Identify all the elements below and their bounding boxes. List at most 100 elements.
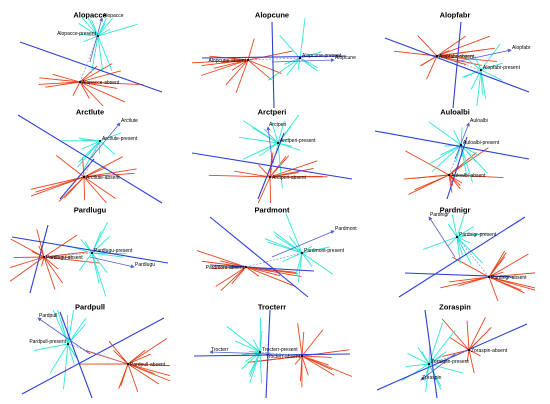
axis-line-1 xyxy=(19,41,163,93)
centroid-connector xyxy=(43,252,93,258)
centroid-connector xyxy=(67,343,129,365)
panel-title: Arctlute xyxy=(76,108,104,117)
absent-site-ray xyxy=(247,59,272,81)
present-site-ray xyxy=(97,17,114,37)
absent-centroid xyxy=(126,362,130,366)
panel-auloalbi: AuloalbiAuloalbi-presentAuloalbi-absentA… xyxy=(374,108,530,200)
axis-line-2 xyxy=(271,21,275,109)
present-site-ray xyxy=(421,351,430,365)
present-site-ray xyxy=(424,363,430,381)
axis-line-2 xyxy=(257,132,285,200)
centroid-connector xyxy=(259,351,303,357)
present-site-ray xyxy=(63,343,69,390)
absent-site-ray xyxy=(297,323,303,357)
present-site-ray xyxy=(259,351,263,384)
present-site-ray xyxy=(277,142,283,189)
absent-label: Pardpull-absent xyxy=(130,362,166,368)
absent-site-ray xyxy=(201,260,247,268)
present-centroid xyxy=(427,362,431,366)
absent-site-ray xyxy=(127,338,168,365)
present-site-ray xyxy=(235,340,261,353)
species-label: Zoraspin xyxy=(422,375,442,381)
axis-line-2 xyxy=(209,264,315,272)
present-site-ray xyxy=(456,213,466,238)
absent-site-ray xyxy=(488,253,529,278)
absent-site-ray xyxy=(120,363,129,387)
absent-site-ray xyxy=(38,81,81,85)
centroid-connector xyxy=(436,55,482,71)
absent-centroid xyxy=(300,354,304,358)
panel-title: Auloalbi xyxy=(440,108,470,117)
centroid-connector xyxy=(83,140,101,178)
axis-line-2 xyxy=(376,323,528,391)
absent-site-ray xyxy=(440,276,490,289)
absent-site-ray xyxy=(43,256,56,290)
panel-title: Alopacce xyxy=(73,11,106,20)
present-site-ray xyxy=(274,235,303,254)
present-centroid xyxy=(298,56,302,60)
present-site-ray xyxy=(67,343,77,358)
present-site-ray xyxy=(462,69,482,78)
present-site-ray xyxy=(299,57,319,72)
absent-centroid xyxy=(435,54,439,58)
absent-site-ray xyxy=(301,355,353,377)
present-centroid xyxy=(258,350,262,354)
absent-site-ray xyxy=(127,363,171,367)
absent-site-ray xyxy=(83,176,116,199)
absent-label: Alopacce-absent xyxy=(82,80,120,86)
panel-pardpull: PardpullPardpull-presentPardpull-absentP… xyxy=(21,303,171,399)
absent-centroid xyxy=(78,80,82,84)
absent-site-ray xyxy=(52,73,81,83)
present-site-ray xyxy=(91,252,124,258)
absent-site-ray xyxy=(201,59,249,67)
axis-line-1 xyxy=(209,216,309,298)
panel-title: Pardmont xyxy=(254,206,290,215)
absent-site-ray xyxy=(43,234,78,258)
absent-site-ray xyxy=(488,276,536,291)
present-site-ray xyxy=(480,62,503,71)
axis-line-2 xyxy=(29,224,49,294)
absent-site-ray xyxy=(488,252,507,278)
present-site-ray xyxy=(301,246,330,254)
absent-label: Auloalbi-absent xyxy=(451,173,486,179)
absent-site-ray xyxy=(257,176,271,204)
present-site-ray xyxy=(49,343,69,374)
absent-label: Alopfabr-absent xyxy=(439,54,475,60)
species-label: Arctperi xyxy=(269,122,286,128)
axis-line-1 xyxy=(201,55,347,59)
present-centroid xyxy=(455,235,459,239)
present-site-ray xyxy=(91,231,102,254)
absent-centroid xyxy=(42,255,46,259)
panel-title: Alopcune xyxy=(255,11,289,20)
species-vector-arrow xyxy=(266,126,273,160)
absent-site-ray xyxy=(412,174,450,179)
present-site-ray xyxy=(76,140,101,168)
absent-site-ray xyxy=(9,256,45,268)
present-site-ray xyxy=(451,214,458,238)
present-site-ray xyxy=(78,33,99,37)
present-site-ray xyxy=(97,35,113,72)
species-vector-arrow xyxy=(428,216,456,258)
present-site-ray xyxy=(242,142,279,160)
absent-site-ray xyxy=(269,176,272,204)
absent-site-ray xyxy=(488,276,522,291)
absent-site-ray xyxy=(247,59,282,75)
absent-site-ray xyxy=(127,363,171,382)
absent-site-ray xyxy=(294,355,303,365)
axis-line-2 xyxy=(59,158,95,200)
present-site-ray xyxy=(97,23,106,37)
present-site-ray xyxy=(456,225,475,238)
present-site-ray xyxy=(78,23,99,37)
absent-centroid xyxy=(487,275,491,279)
absent-site-ray xyxy=(426,55,438,80)
centroid-connector xyxy=(247,57,301,61)
absent-site-ray xyxy=(449,337,470,351)
present-centroid xyxy=(276,141,280,145)
absent-site-ray xyxy=(448,174,504,179)
species-vector-arrow xyxy=(454,48,512,63)
present-label: Alopcune-present xyxy=(302,53,342,59)
panel-alopacce: AlopacceAlopacce-presentAlopacce-absentA… xyxy=(19,11,163,107)
species-vector-arrow xyxy=(37,317,91,355)
species-label: Pardpull xyxy=(39,313,57,319)
absent-site-ray xyxy=(83,167,107,178)
